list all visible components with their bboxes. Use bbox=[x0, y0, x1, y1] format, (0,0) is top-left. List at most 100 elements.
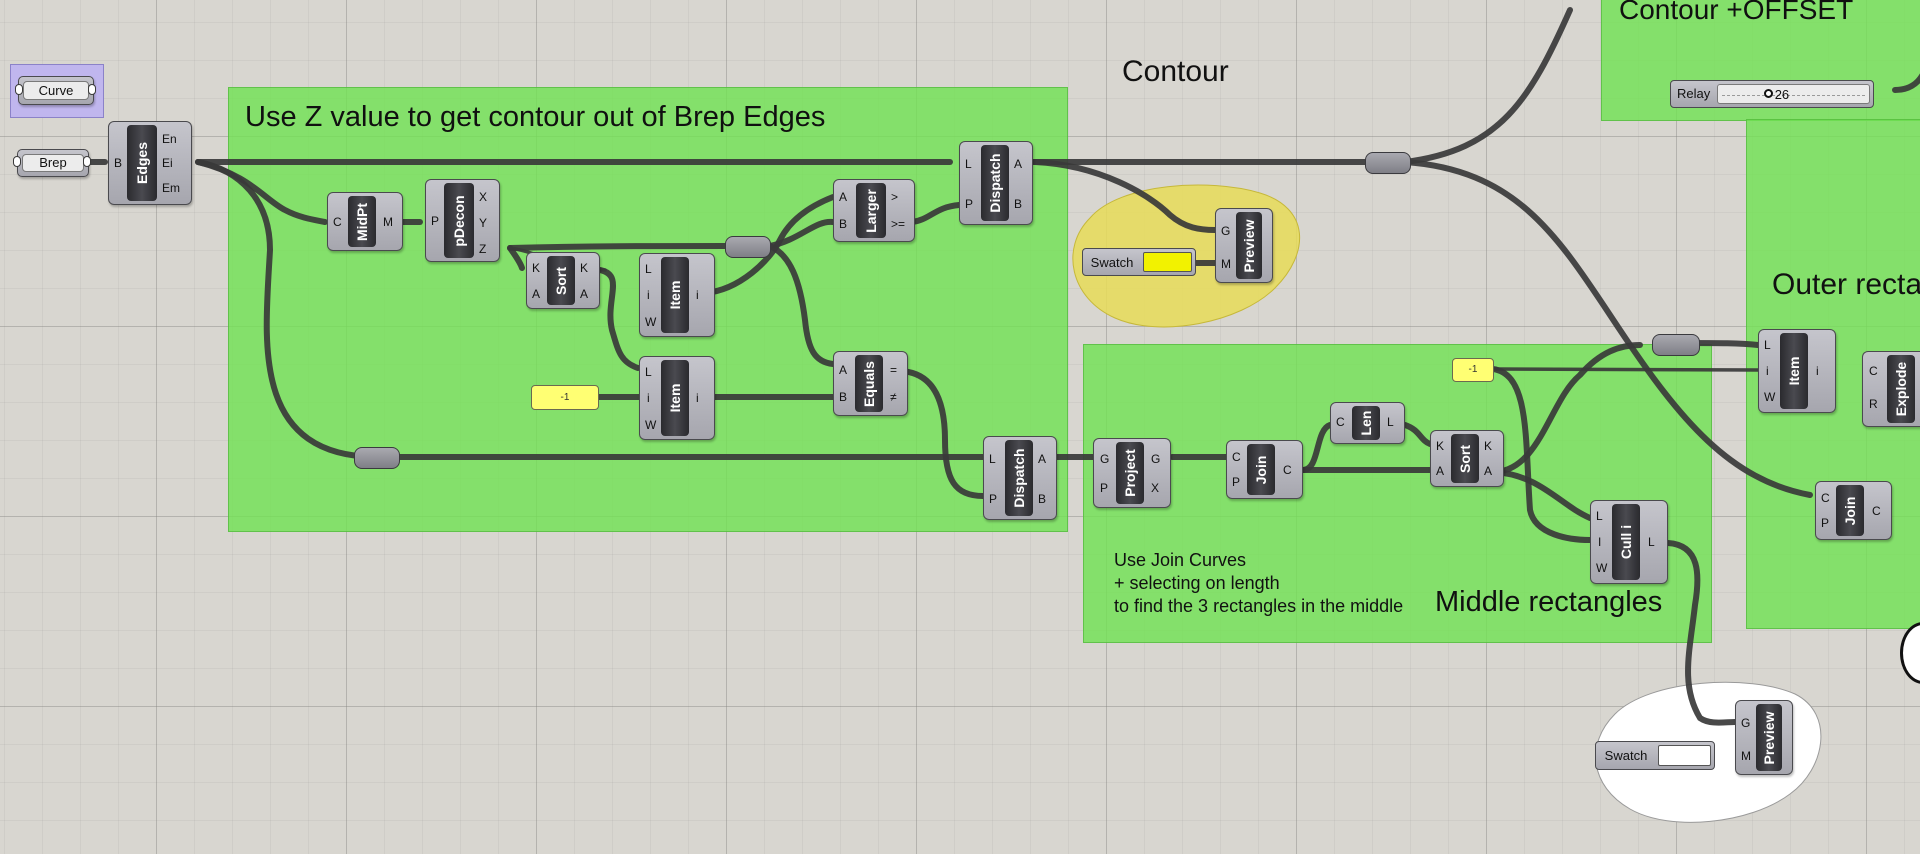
midpt-input-c[interactable]: C bbox=[333, 215, 342, 229]
group-middle-rectangles[interactable] bbox=[1083, 344, 1712, 643]
dispatch2-output-b[interactable]: B bbox=[1038, 492, 1047, 506]
sort-component-1[interactable]: Sort K A K A bbox=[526, 252, 600, 309]
pdecon-output-y[interactable]: Y bbox=[479, 216, 488, 230]
sort2-output-a[interactable]: A bbox=[1484, 464, 1493, 478]
curve-param-output-pin[interactable] bbox=[88, 84, 96, 95]
preview2-input-g[interactable]: G bbox=[1741, 716, 1751, 730]
dispatch2-output-a[interactable]: A bbox=[1038, 452, 1047, 466]
edges-output-em[interactable]: Em bbox=[162, 181, 180, 195]
dispatch1-input-p[interactable]: P bbox=[965, 197, 974, 211]
len-input-c[interactable]: C bbox=[1336, 415, 1345, 429]
project-input-p[interactable]: P bbox=[1100, 481, 1109, 495]
pdecon-output-z[interactable]: Z bbox=[479, 242, 487, 256]
join-component-2[interactable]: Join C P C bbox=[1815, 481, 1892, 540]
curve-param[interactable]: Curve bbox=[18, 76, 94, 105]
relay-node-3[interactable] bbox=[1365, 152, 1411, 174]
relay-slider-track[interactable]: 26 bbox=[1717, 84, 1870, 104]
brep-param[interactable]: Brep bbox=[17, 149, 89, 177]
preview-component-1[interactable]: Preview G M bbox=[1215, 208, 1273, 283]
equals-input-b[interactable]: B bbox=[839, 390, 848, 404]
edges-input-b[interactable]: B bbox=[114, 156, 123, 170]
swatch-component-1[interactable]: Swatch bbox=[1082, 248, 1196, 276]
item2-input-l[interactable]: L bbox=[645, 365, 652, 379]
midpt-output-m[interactable]: M bbox=[383, 215, 393, 229]
preview2-input-m[interactable]: M bbox=[1741, 749, 1751, 763]
sort1-output-k[interactable]: K bbox=[580, 261, 589, 275]
preview1-input-m[interactable]: M bbox=[1221, 257, 1231, 271]
project-output-x[interactable]: X bbox=[1151, 481, 1160, 495]
brep-param-output-pin[interactable] bbox=[83, 156, 91, 167]
sort1-output-a[interactable]: A bbox=[580, 287, 589, 301]
join2-input-c[interactable]: C bbox=[1821, 491, 1830, 505]
item2-output-i[interactable]: i bbox=[696, 391, 699, 405]
relay-node-1[interactable] bbox=[725, 236, 771, 258]
pdecon-component[interactable]: pDecon P X Y Z bbox=[425, 179, 500, 262]
dispatch-component-2[interactable]: Dispatch L P A B bbox=[983, 436, 1057, 520]
edges-output-en[interactable]: En bbox=[162, 132, 177, 146]
larger-output-greater[interactable]: > bbox=[891, 190, 899, 204]
panel-minus-one-2[interactable]: -1 bbox=[1452, 358, 1494, 382]
item1-output-i[interactable]: i bbox=[696, 288, 699, 302]
item2-input-w[interactable]: W bbox=[645, 418, 657, 432]
pdecon-input-p[interactable]: P bbox=[431, 214, 440, 228]
edges-output-ei[interactable]: Ei bbox=[162, 156, 173, 170]
item-component-1[interactable]: Item L i W i bbox=[639, 253, 715, 337]
sort1-input-a[interactable]: A bbox=[532, 287, 541, 301]
equals-output-not-equal[interactable]: ≠ bbox=[890, 390, 897, 404]
pdecon-output-x[interactable]: X bbox=[479, 190, 488, 204]
preview1-input-g[interactable]: G bbox=[1221, 224, 1231, 238]
equals-component[interactable]: Equals A B = ≠ bbox=[833, 351, 908, 416]
larger-output-greater-equal[interactable]: >= bbox=[891, 217, 906, 231]
culli-input-w[interactable]: W bbox=[1596, 561, 1608, 575]
dispatch-component-1[interactable]: Dispatch L P A B bbox=[959, 141, 1033, 225]
larger-input-a[interactable]: A bbox=[839, 190, 848, 204]
cull-index-component[interactable]: Cull i L I W L bbox=[1590, 500, 1668, 584]
join1-input-c[interactable]: C bbox=[1232, 450, 1241, 464]
sort2-input-a[interactable]: A bbox=[1436, 464, 1445, 478]
culli-input-l[interactable]: L bbox=[1596, 509, 1603, 523]
join1-input-p[interactable]: P bbox=[1232, 475, 1241, 489]
culli-input-i[interactable]: I bbox=[1598, 535, 1602, 549]
dispatch1-output-b[interactable]: B bbox=[1014, 197, 1023, 211]
join-component-1[interactable]: Join C P C bbox=[1226, 440, 1303, 499]
preview-component-2[interactable]: Preview G M bbox=[1735, 700, 1793, 775]
len-output-l[interactable]: L bbox=[1387, 415, 1394, 429]
sort2-output-k[interactable]: K bbox=[1484, 439, 1493, 453]
project-component[interactable]: Project G P G X bbox=[1093, 438, 1171, 508]
item2-input-i[interactable]: i bbox=[647, 391, 650, 405]
sort2-input-k[interactable]: K bbox=[1436, 439, 1445, 453]
brep-param-input-pin[interactable] bbox=[13, 156, 21, 167]
item-component-2[interactable]: Item L i W i bbox=[639, 356, 715, 440]
sort1-input-k[interactable]: K bbox=[532, 261, 541, 275]
swatch-2-color[interactable] bbox=[1658, 745, 1711, 766]
item-component-3[interactable]: Item L i W i bbox=[1758, 329, 1836, 413]
midpt-component[interactable]: MidPt C M bbox=[327, 192, 403, 251]
item1-input-l[interactable]: L bbox=[645, 262, 652, 276]
explode-component[interactable]: Explode C R bbox=[1862, 351, 1920, 427]
equals-output-equal[interactable]: = bbox=[890, 363, 898, 377]
culli-output-l[interactable]: L bbox=[1648, 535, 1655, 549]
join2-output-c[interactable]: C bbox=[1872, 504, 1881, 518]
larger-component[interactable]: Larger A B > >= bbox=[833, 179, 915, 242]
equals-input-a[interactable]: A bbox=[839, 363, 848, 377]
item3-input-w[interactable]: W bbox=[1764, 390, 1776, 404]
larger-input-b[interactable]: B bbox=[839, 217, 848, 231]
explode-input-c[interactable]: C bbox=[1869, 364, 1878, 378]
dispatch1-input-l[interactable]: L bbox=[965, 157, 972, 171]
item3-input-l[interactable]: L bbox=[1764, 338, 1771, 352]
relay-slider[interactable]: Relay 26 bbox=[1670, 80, 1874, 108]
edges-component[interactable]: Edges B En Ei Em bbox=[108, 121, 192, 205]
explode-input-r[interactable]: R bbox=[1869, 397, 1878, 411]
relay-slider-knob[interactable] bbox=[1763, 89, 1773, 98]
panel-minus-one-1[interactable]: -1 bbox=[531, 385, 599, 410]
len-component[interactable]: Len C L bbox=[1330, 402, 1405, 444]
dispatch1-output-a[interactable]: A bbox=[1014, 157, 1023, 171]
swatch-1-color[interactable] bbox=[1143, 252, 1192, 272]
join2-input-p[interactable]: P bbox=[1821, 516, 1830, 530]
project-output-g[interactable]: G bbox=[1151, 452, 1161, 466]
join1-output-c[interactable]: C bbox=[1283, 463, 1292, 477]
item1-input-w[interactable]: W bbox=[645, 315, 657, 329]
dispatch2-input-l[interactable]: L bbox=[989, 452, 996, 466]
sort-component-2[interactable]: Sort K A K A bbox=[1430, 430, 1504, 487]
project-input-g[interactable]: G bbox=[1100, 452, 1110, 466]
